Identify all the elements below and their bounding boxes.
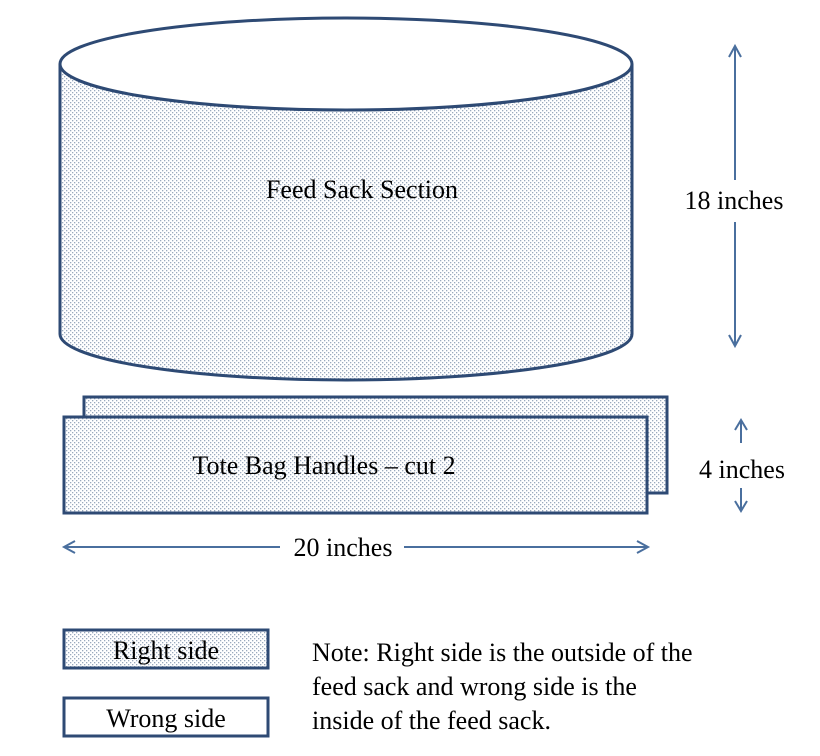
height-dimension bbox=[728, 43, 742, 349]
note-line-2: feed sack and wrong side is the bbox=[312, 672, 637, 701]
width-dimension bbox=[61, 540, 651, 554]
height-arrowhead-up bbox=[728, 43, 742, 58]
legend-right-side-swatch bbox=[62, 628, 270, 670]
note-line-3: inside of the feed sack. bbox=[312, 706, 551, 735]
cylinder-label: Feed Sack Section bbox=[266, 175, 458, 204]
cylinder-top bbox=[58, 16, 634, 112]
handles-label: Tote Bag Handles – cut 2 bbox=[192, 451, 455, 480]
legend-wrong-side-swatch bbox=[62, 696, 270, 738]
handle-height-arrowhead-down bbox=[734, 500, 748, 513]
legend: Right side Wrong side bbox=[62, 628, 270, 738]
note-line-1: Note: Right side is the outside of the bbox=[312, 638, 693, 667]
feed-sack-cylinder: Feed Sack Section bbox=[58, 16, 634, 382]
note: Note: Right side is the outside of the f… bbox=[312, 638, 693, 735]
tote-bag-handles: Tote Bag Handles – cut 2 bbox=[62, 395, 669, 515]
handle-height-arrowhead-up bbox=[734, 418, 748, 431]
handle-strip-front bbox=[62, 415, 649, 515]
handle-height-label: 4 inches bbox=[699, 455, 785, 484]
handle-height-dimension bbox=[734, 418, 748, 513]
width-arrowhead-left bbox=[61, 540, 76, 554]
legend-right-side-label: Right side bbox=[113, 636, 219, 665]
legend-wrong-side-label: Wrong side bbox=[106, 704, 226, 733]
width-label: 20 inches bbox=[294, 533, 393, 562]
width-arrowhead-right bbox=[636, 540, 651, 554]
height-arrowhead-down bbox=[728, 334, 742, 349]
height-label: 18 inches bbox=[685, 186, 784, 215]
